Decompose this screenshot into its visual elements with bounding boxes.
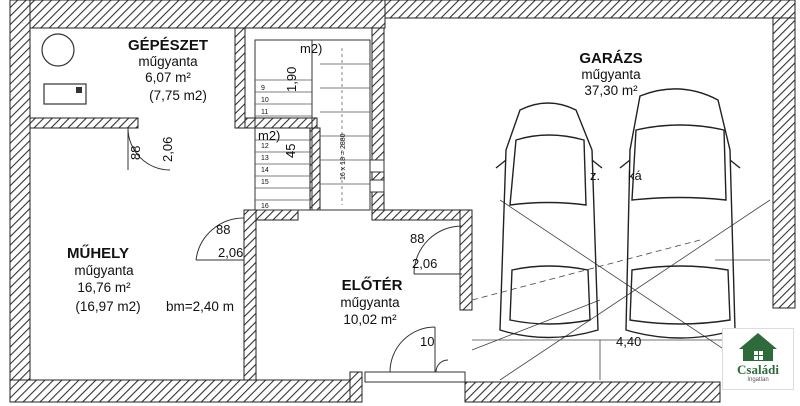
stair-step-label: 12: [261, 143, 269, 150]
dim-stair-offset: 45: [283, 144, 298, 158]
room-name: GARÁZS: [579, 50, 642, 67]
room-area: 6,07 m²: [145, 70, 191, 85]
room-material: műgyanta: [581, 67, 641, 82]
dimension-labels: 88 2,06 88 2,06 88 2,06 1,90 45 m2) m2) …: [128, 41, 643, 349]
dim-door-height: 2,06: [218, 245, 243, 260]
room-name: MŰHELY: [67, 244, 129, 262]
dim-door-width: 88: [128, 146, 143, 160]
dim-garage-door: 4,40: [616, 334, 641, 349]
door-muhely: [195, 217, 245, 261]
dim-door-width: 88: [410, 231, 424, 246]
room-area: 16,76 m²: [77, 280, 131, 295]
stair-step-label: 9: [261, 85, 265, 92]
dim-door-width: 88: [216, 222, 230, 237]
room-area-alt: (7,75 m2): [149, 88, 207, 103]
door-swings: [127, 127, 466, 383]
room-garazs: GARÁZS műgyanta 37,30 m²: [579, 50, 642, 98]
room-area: 37,30 m²: [584, 83, 638, 98]
car-outline-left: [495, 102, 603, 339]
door-eloter: [413, 225, 463, 275]
car-outline-right: [619, 88, 741, 339]
outer-walls: [9, 0, 796, 403]
stair-step-label: 11: [261, 109, 268, 116]
room-material: műgyanta: [138, 54, 198, 69]
logo-subtitle: Ingatlan: [747, 377, 769, 383]
tank-box: [43, 83, 87, 105]
stair-step-label: 16: [261, 203, 269, 210]
door-gepeszet: [127, 127, 171, 171]
room-height: bm=2,40 m: [166, 299, 234, 314]
company-logo: Családi Ingatlan: [722, 328, 794, 390]
door-entrance: [389, 326, 436, 373]
room-area-alt: (16,97 m2): [75, 299, 140, 314]
dim-stair-height: 1,90: [284, 67, 299, 92]
dim-door-height: 2,06: [412, 256, 437, 271]
stair-step-label: 15: [261, 179, 269, 186]
stair-formula: 16 x 18 = 2880: [340, 133, 347, 180]
mechanical-fixtures: [41, 33, 87, 105]
dim-door-height: 2,06: [160, 137, 175, 162]
interior-walls: [29, 27, 473, 403]
garage-fragment: ká: [628, 168, 643, 183]
logo-name: Családi: [737, 362, 779, 377]
room-area: 10,02 m²: [343, 312, 397, 327]
dim-door-small: 10: [420, 334, 434, 349]
staircase: 9 10 11 12 13 14 15 16 16 x 18 = 2880: [254, 39, 385, 211]
stair-step-label: 10: [261, 97, 269, 104]
room-eloter: ELŐTÉR műgyanta 10,02 m²: [340, 276, 402, 327]
room-name: ELŐTÉR: [342, 276, 403, 294]
garage-fragment: z.: [590, 168, 600, 183]
stair-step-label: 13: [261, 155, 269, 162]
dim-note: m2): [258, 128, 280, 143]
house-logo-icon: [739, 333, 777, 361]
room-material: műgyanta: [74, 263, 134, 278]
room-gepeszet: GÉPÉSZET műgyanta 6,07 m² (7,75 m2): [128, 37, 208, 103]
room-material: műgyanta: [340, 295, 400, 310]
stair-step-label: 14: [261, 167, 269, 174]
room-name: GÉPÉSZET: [128, 37, 208, 54]
room-muhely: MŰHELY műgyanta 16,76 m² (16,97 m2) bm=2…: [67, 244, 234, 314]
dim-note: m2): [300, 41, 322, 56]
boiler-circle: [41, 33, 75, 67]
